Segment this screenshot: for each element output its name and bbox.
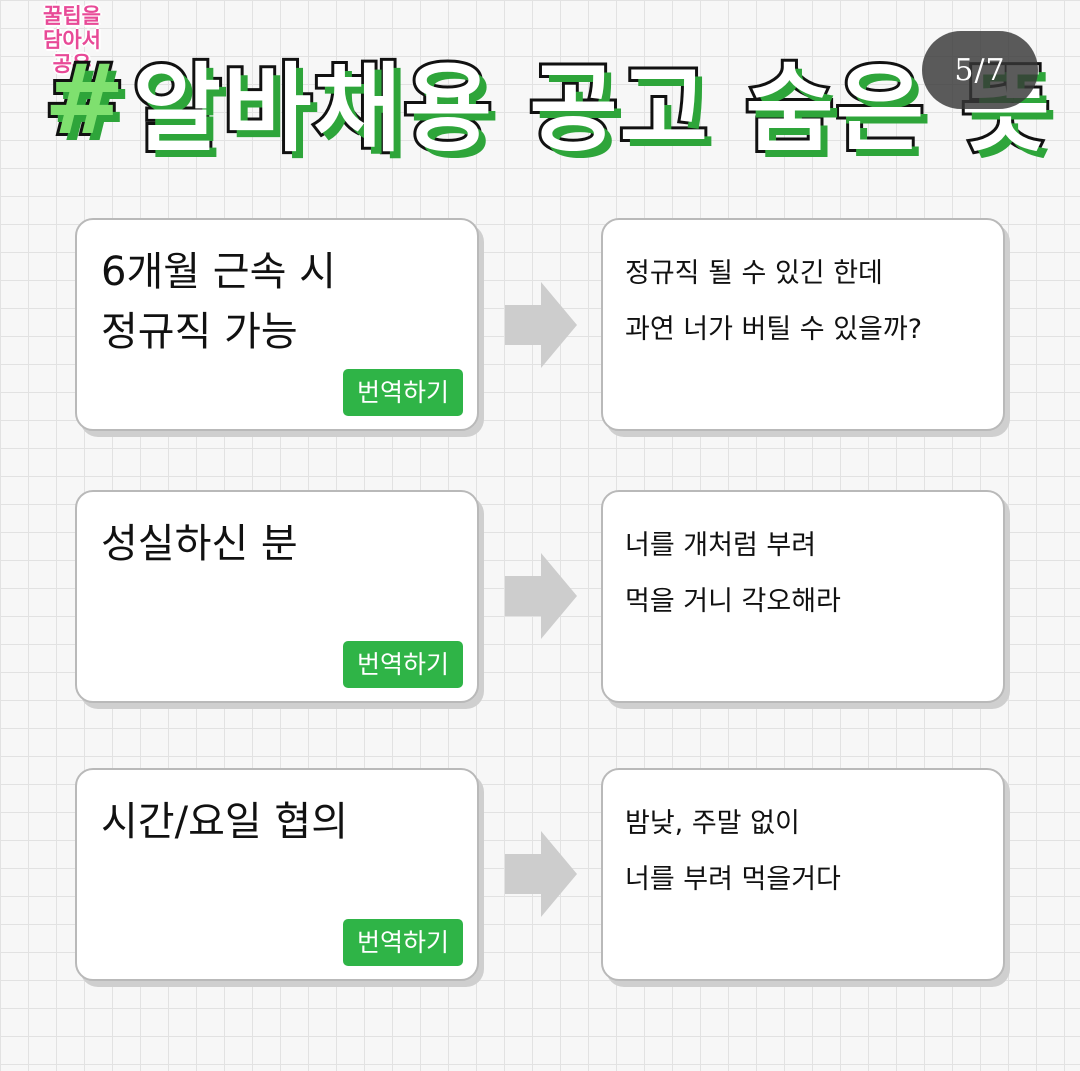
meaning-line: 밤낮, 주말 없이: [625, 808, 800, 839]
meaning-line: 먹을 거니 각오해라: [625, 586, 841, 617]
title-text: 알바채용 공고 숨은 뜻: [130, 50, 1053, 168]
stamp-line: 담아서: [43, 28, 101, 52]
translate-button[interactable]: 번역하기: [342, 641, 463, 688]
translate-button[interactable]: 번역하기: [342, 369, 463, 416]
meaning-text: 정규직 될 수 있긴 한데 과연 너가 버틸 수 있을까?: [625, 246, 922, 358]
posting-line: 성실하신 분: [101, 521, 298, 567]
right-arrow-icon: [505, 553, 577, 639]
translate-button[interactable]: 번역하기: [342, 919, 463, 966]
posting-text: 6개월 근속 시 정규직 가능: [101, 242, 336, 362]
meaning-line: 너를 개처럼 부려: [625, 530, 817, 561]
right-arrow-icon: [505, 282, 577, 368]
posting-line: 정규직 가능: [101, 309, 298, 355]
posting-card: 6개월 근속 시 정규직 가능 번역하기: [75, 218, 479, 431]
meaning-card: 밤낮, 주말 없이 너를 부려 먹을거다: [601, 768, 1005, 981]
posting-text: 성실하신 분: [101, 514, 298, 574]
meaning-text: 밤낮, 주말 없이 너를 부려 먹을거다: [625, 796, 841, 908]
posting-card: 시간/요일 협의 번역하기: [75, 768, 479, 981]
title-hash: #: [41, 41, 127, 159]
meaning-line: 정규직 될 수 있긴 한데: [625, 258, 883, 289]
brand-stamp-logo: 꿀팁을 담아서 공유: [22, 4, 122, 76]
meaning-line: 너를 부려 먹을거다: [625, 864, 841, 895]
right-arrow-icon: [505, 831, 577, 917]
page-title: # 알바채용 공고 숨은 뜻: [41, 30, 1053, 170]
posting-line: 시간/요일 협의: [101, 799, 348, 845]
meaning-line: 과연 너가 버틸 수 있을까?: [625, 314, 923, 345]
posting-card: 성실하신 분 번역하기: [75, 490, 479, 703]
posting-text: 시간/요일 협의: [101, 792, 348, 852]
stamp-line: 꿀팁을: [43, 4, 101, 28]
meaning-card: 정규직 될 수 있긴 한데 과연 너가 버틸 수 있을까?: [601, 218, 1005, 431]
stamp-line: 공유: [52, 52, 92, 76]
meaning-text: 너를 개처럼 부려 먹을 거니 각오해라: [625, 518, 841, 630]
posting-line: 6개월 근속 시: [101, 249, 336, 295]
page-indicator-badge: 5/7: [922, 31, 1038, 109]
meaning-card: 너를 개처럼 부려 먹을 거니 각오해라: [601, 490, 1005, 703]
